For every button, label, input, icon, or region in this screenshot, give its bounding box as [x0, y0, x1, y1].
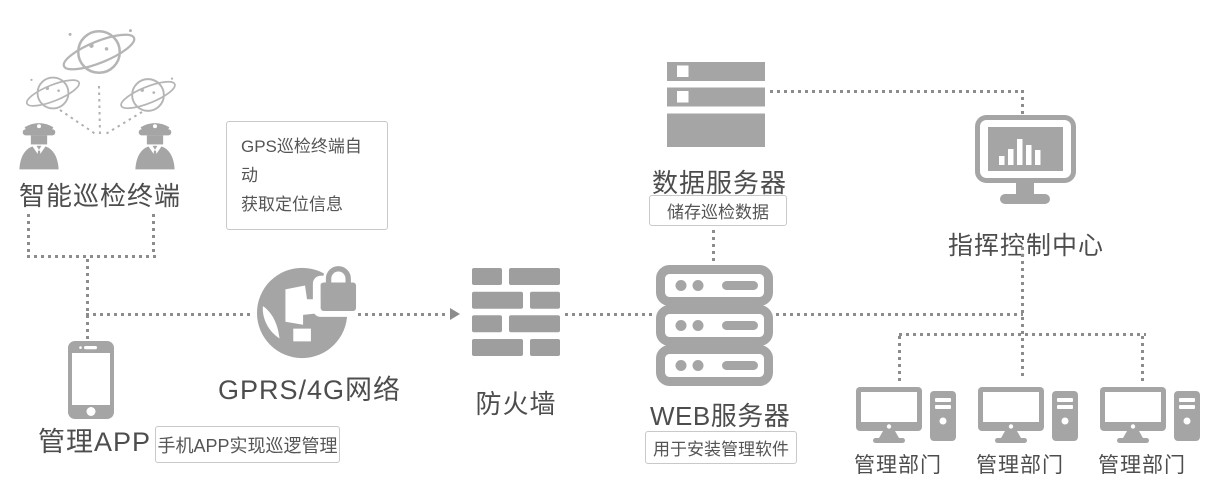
web-server-note-box: 用于安装管理软件 — [645, 431, 797, 464]
gps-note-box: GPS巡检终端自动 获取定位信息 — [226, 121, 388, 230]
satellite-signal-lines — [59, 85, 143, 136]
data-server-icon — [667, 62, 765, 147]
dotted-connector — [152, 214, 155, 256]
dotted-connector — [27, 255, 156, 258]
gps-note-line2: 获取定位信息 — [241, 195, 343, 214]
web-server-icon — [656, 265, 773, 386]
gps-note-line1: GPS巡检终端自动 — [241, 137, 362, 185]
web-server-label: WEB服务器 — [650, 401, 791, 431]
desktop-computer-icon — [978, 387, 1078, 443]
dotted-connector — [776, 313, 1023, 316]
management-app-label: 管理APP — [38, 427, 152, 457]
desktop-computer-icon — [856, 387, 956, 443]
police-officer-icon — [19, 123, 59, 170]
dotted-connector — [565, 313, 653, 316]
dotted-connector — [712, 230, 715, 263]
satellite-icon — [25, 76, 81, 110]
data-server-label: 数据服务器 — [652, 168, 788, 198]
dotted-connector — [1021, 247, 1024, 377]
satellite-icon — [62, 29, 136, 75]
command-center-label: 指挥控制中心 — [948, 232, 1105, 260]
dotted-connector — [27, 214, 30, 256]
dotted-connector — [898, 336, 901, 383]
patrol-terminal-label: 智能巡检终端 — [18, 181, 181, 211]
department-label: 管理部门 — [1098, 454, 1186, 477]
firewall-label: 防火墙 — [475, 389, 557, 419]
satellite-icon — [120, 77, 176, 112]
network-label: GPRS/4G网络 — [218, 375, 402, 405]
data-server-note-box: 储存巡检数据 — [649, 195, 787, 226]
desktop-computer-icon — [1100, 387, 1200, 443]
police-officer-icon — [135, 123, 175, 170]
app-note-box: 手机APP实现巡逻管理 — [155, 426, 340, 463]
globe-lock-icon — [256, 263, 358, 359]
dotted-connector — [770, 90, 1024, 93]
dotted-connector — [1141, 336, 1144, 383]
department-label: 管理部门 — [976, 454, 1064, 477]
phone-icon — [68, 341, 114, 419]
dotted-connector — [86, 259, 89, 341]
dotted-connector — [899, 333, 1146, 336]
monitor-chart-icon — [975, 115, 1076, 204]
department-label: 管理部门 — [854, 454, 942, 477]
dotted-connector — [358, 313, 448, 316]
dotted-connector — [1021, 90, 1024, 115]
arrow-right-icon — [450, 308, 460, 320]
firewall-icon — [472, 268, 560, 356]
dotted-connector — [86, 313, 252, 316]
